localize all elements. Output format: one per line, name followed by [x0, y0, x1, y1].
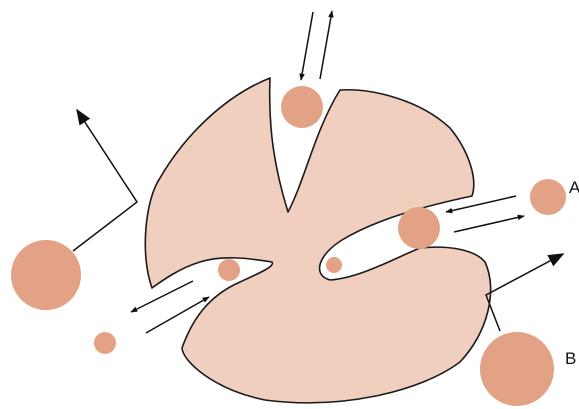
arrow-left-out: [131, 281, 193, 312]
particle-top: [281, 86, 323, 128]
particle-right-cleft: [398, 207, 440, 249]
particle-left-small: [94, 332, 116, 354]
label-a: A: [569, 178, 579, 198]
particle-left-cleft: [218, 259, 240, 281]
arrow-top-in: [301, 12, 313, 80]
arrow-right-out: [454, 216, 524, 232]
cell-body: [145, 78, 490, 403]
particle-left-large: [11, 240, 81, 310]
particle-a: [530, 179, 566, 215]
bent-arrow-left: [73, 110, 137, 251]
arrow-top-out: [320, 11, 332, 79]
label-b: B: [565, 349, 576, 369]
particle-center-small: [326, 257, 342, 273]
particle-b: [480, 332, 554, 406]
bent-arrow-right: [486, 254, 563, 331]
